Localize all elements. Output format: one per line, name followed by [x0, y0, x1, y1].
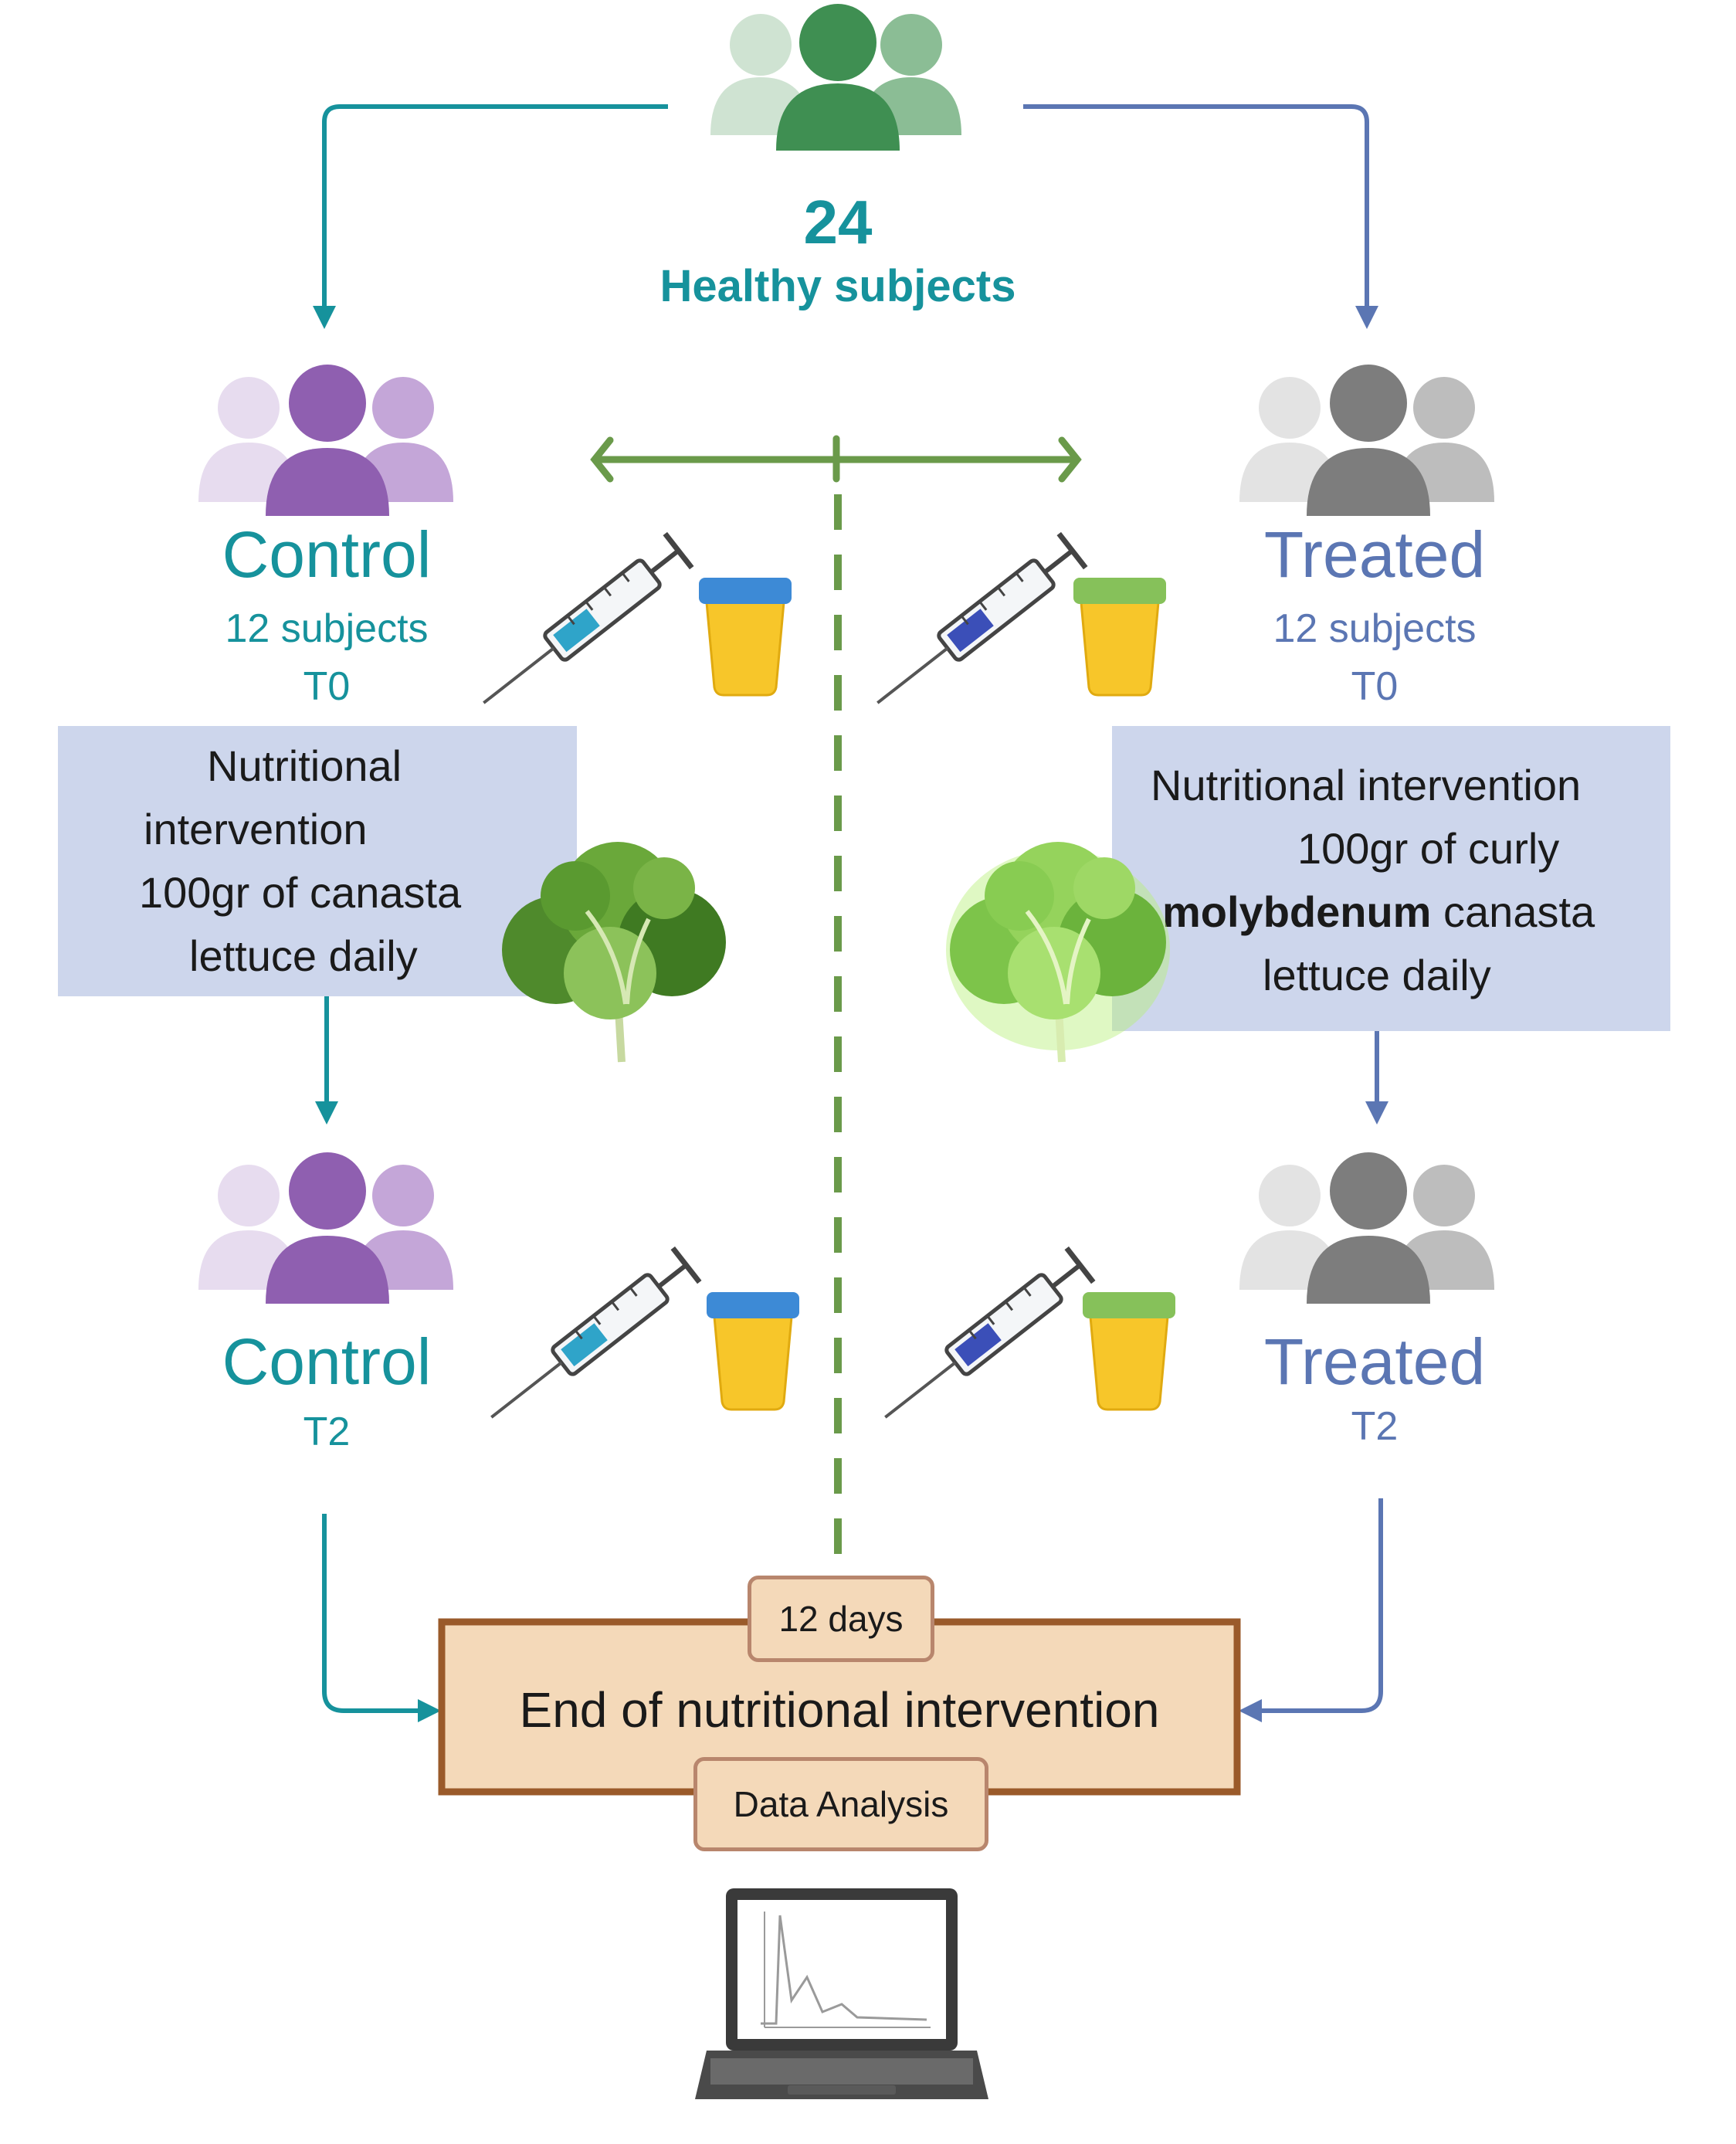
- arrow-control-to-end: [322, 1514, 441, 1722]
- syringe-icon: [884, 1246, 1096, 1419]
- arrow-treated-to-end: [1239, 1498, 1383, 1722]
- syringe-icon: [876, 531, 1088, 704]
- treated-intervention-box: [1112, 726, 1670, 1031]
- control-t2-timepoint: T2: [303, 1410, 351, 1454]
- syringe-icon: [490, 1246, 702, 1419]
- control-t2-title: Control: [222, 1325, 432, 1398]
- people-group-icon: [1239, 1152, 1494, 1304]
- control-intervention-line2: intervention: [144, 805, 368, 853]
- people-group-icon: [710, 4, 961, 151]
- control-t0-title: Control: [222, 518, 432, 591]
- total-subjects-label: Healthy subjects: [659, 261, 1016, 311]
- total-subjects-count: 24: [803, 188, 873, 256]
- duration-badge: 12 days: [748, 1576, 934, 1662]
- people-group-icon: [198, 365, 453, 516]
- treated-intervention-bold-word: molybdenum: [1162, 887, 1432, 936]
- treated-intervention-line1: Nutritional intervention: [1151, 761, 1582, 809]
- lettuce-icon: [946, 842, 1170, 1063]
- urine-cup-icon: [1083, 1292, 1175, 1411]
- treated-t0-subjects: 12 subjects: [1273, 606, 1477, 651]
- treated-intervention-line2: 100gr of curly: [1297, 824, 1560, 873]
- urine-cup-icon: [1073, 578, 1166, 697]
- control-t0-timepoint: T0: [303, 664, 351, 709]
- treated-t0-timepoint: T0: [1351, 664, 1399, 709]
- control-intervention-line4: lettuce daily: [189, 931, 418, 980]
- control-intervention-line1: Nutritional: [207, 741, 402, 790]
- lettuce-icon: [502, 842, 726, 1063]
- control-intervention-box: [58, 726, 577, 996]
- people-group-icon: [1239, 365, 1494, 516]
- end-of-intervention-title: End of nutritional intervention: [519, 1682, 1160, 1738]
- laptop-icon: [695, 1888, 988, 2099]
- arrow-to-control: [313, 104, 668, 329]
- people-group-icon: [198, 1152, 453, 1304]
- data-analysis-badge: Data Analysis: [693, 1757, 988, 1851]
- treated-intervention-line3-rest: canasta: [1431, 887, 1595, 936]
- treated-intervention-line4: lettuce daily: [1263, 951, 1491, 999]
- treated-t2-title: Treated: [1263, 1325, 1486, 1398]
- treated-t2-timepoint: T2: [1351, 1404, 1399, 1449]
- treated-intervention-line3: molybdenum canasta: [1162, 887, 1595, 937]
- syringe-icon: [483, 531, 694, 704]
- urine-cup-icon: [699, 578, 792, 697]
- treated-t0-title: Treated: [1263, 518, 1486, 591]
- arrow-to-treated: [1023, 104, 1378, 329]
- timeline-bracket: [590, 435, 1082, 483]
- control-intervention-line3: 100gr of canasta: [139, 868, 462, 917]
- urine-cup-icon: [707, 1292, 799, 1411]
- control-t0-subjects: 12 subjects: [225, 606, 429, 651]
